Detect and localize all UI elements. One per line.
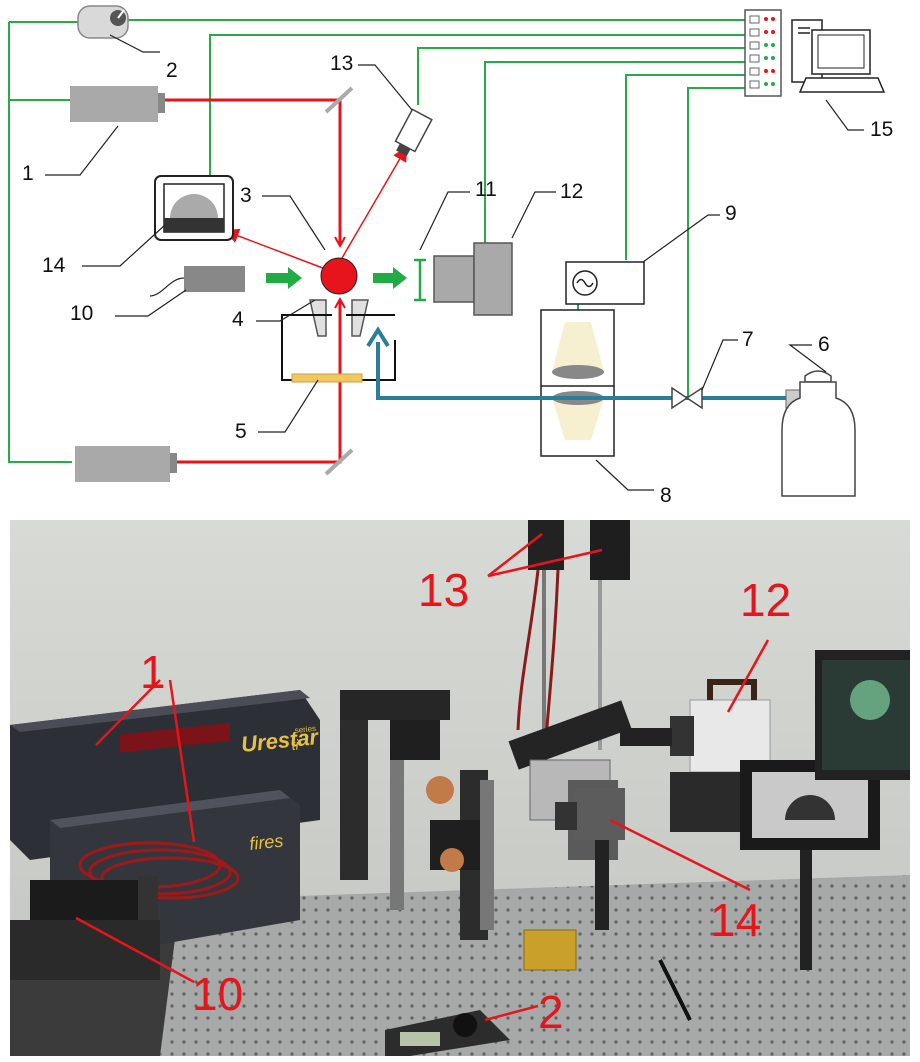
label-2: 2	[166, 59, 178, 82]
photo-label-14: 14	[710, 894, 761, 946]
lab-photo: Urestar series ti fires	[10, 520, 910, 1056]
levitator-chamber	[281, 299, 396, 383]
photo-label-1: 1	[140, 646, 166, 698]
signal-generator-icon	[565, 261, 645, 305]
label-13: 13	[330, 52, 353, 75]
label-7: 7	[742, 328, 754, 351]
power-meter-icon	[77, 5, 129, 39]
laser-ti-text: ti	[291, 736, 301, 753]
photo-label-12: 12	[740, 574, 791, 626]
label-10: 10	[70, 302, 93, 325]
gas-pipe	[376, 342, 790, 400]
laser-source-icon	[70, 86, 165, 122]
photo-label-2: 2	[538, 986, 564, 1038]
label-9: 9	[725, 202, 737, 225]
computer-icon	[791, 19, 886, 93]
photo-label-10: 10	[192, 968, 243, 1020]
post	[480, 780, 494, 930]
illumination-source-icon	[149, 266, 245, 297]
leader-lines	[45, 34, 864, 491]
post	[390, 760, 404, 910]
green-arrows	[266, 267, 407, 289]
label-11: 11	[475, 178, 497, 201]
brass-holder	[523, 929, 577, 971]
atomizer-icon	[540, 309, 615, 457]
label-12: 12	[560, 180, 583, 203]
power-meter-photo	[385, 1010, 510, 1056]
camera-14-photo	[555, 788, 625, 930]
signal-hub-icon	[744, 9, 782, 97]
filter-icon	[414, 258, 426, 302]
laser-brand-text-2: fires	[248, 831, 284, 854]
experimental-setup-schematic: 1 2 3 4 5 6 7 8 9 10 11 12 13 14 15	[8, 5, 893, 507]
laser-series-text: series	[294, 724, 316, 735]
high-speed-camera-icon	[433, 242, 513, 316]
gas-cylinder-icon	[781, 370, 856, 497]
label-8: 8	[660, 484, 672, 507]
label-1: 1	[22, 162, 34, 185]
label-4: 4	[232, 308, 244, 331]
photo-callout-lines	[75, 533, 770, 1022]
label-14: 14	[42, 254, 66, 277]
label-15: 15	[870, 118, 893, 141]
tweezers	[658, 959, 692, 1021]
illumination-laser-photo	[10, 876, 160, 980]
label-5: 5	[235, 420, 247, 443]
valve-icon	[671, 386, 703, 410]
laser-source-icon	[75, 446, 177, 482]
label-3: 3	[240, 184, 252, 207]
signal-wires	[8, 19, 745, 463]
photo-label-13: 13	[418, 564, 469, 616]
label-6: 6	[818, 333, 830, 356]
wall-monitor-photo	[815, 650, 910, 780]
droplet	[320, 257, 358, 295]
mirrors	[324, 86, 354, 476]
camera-icon	[394, 108, 433, 157]
monitor-14-icon	[154, 175, 234, 241]
